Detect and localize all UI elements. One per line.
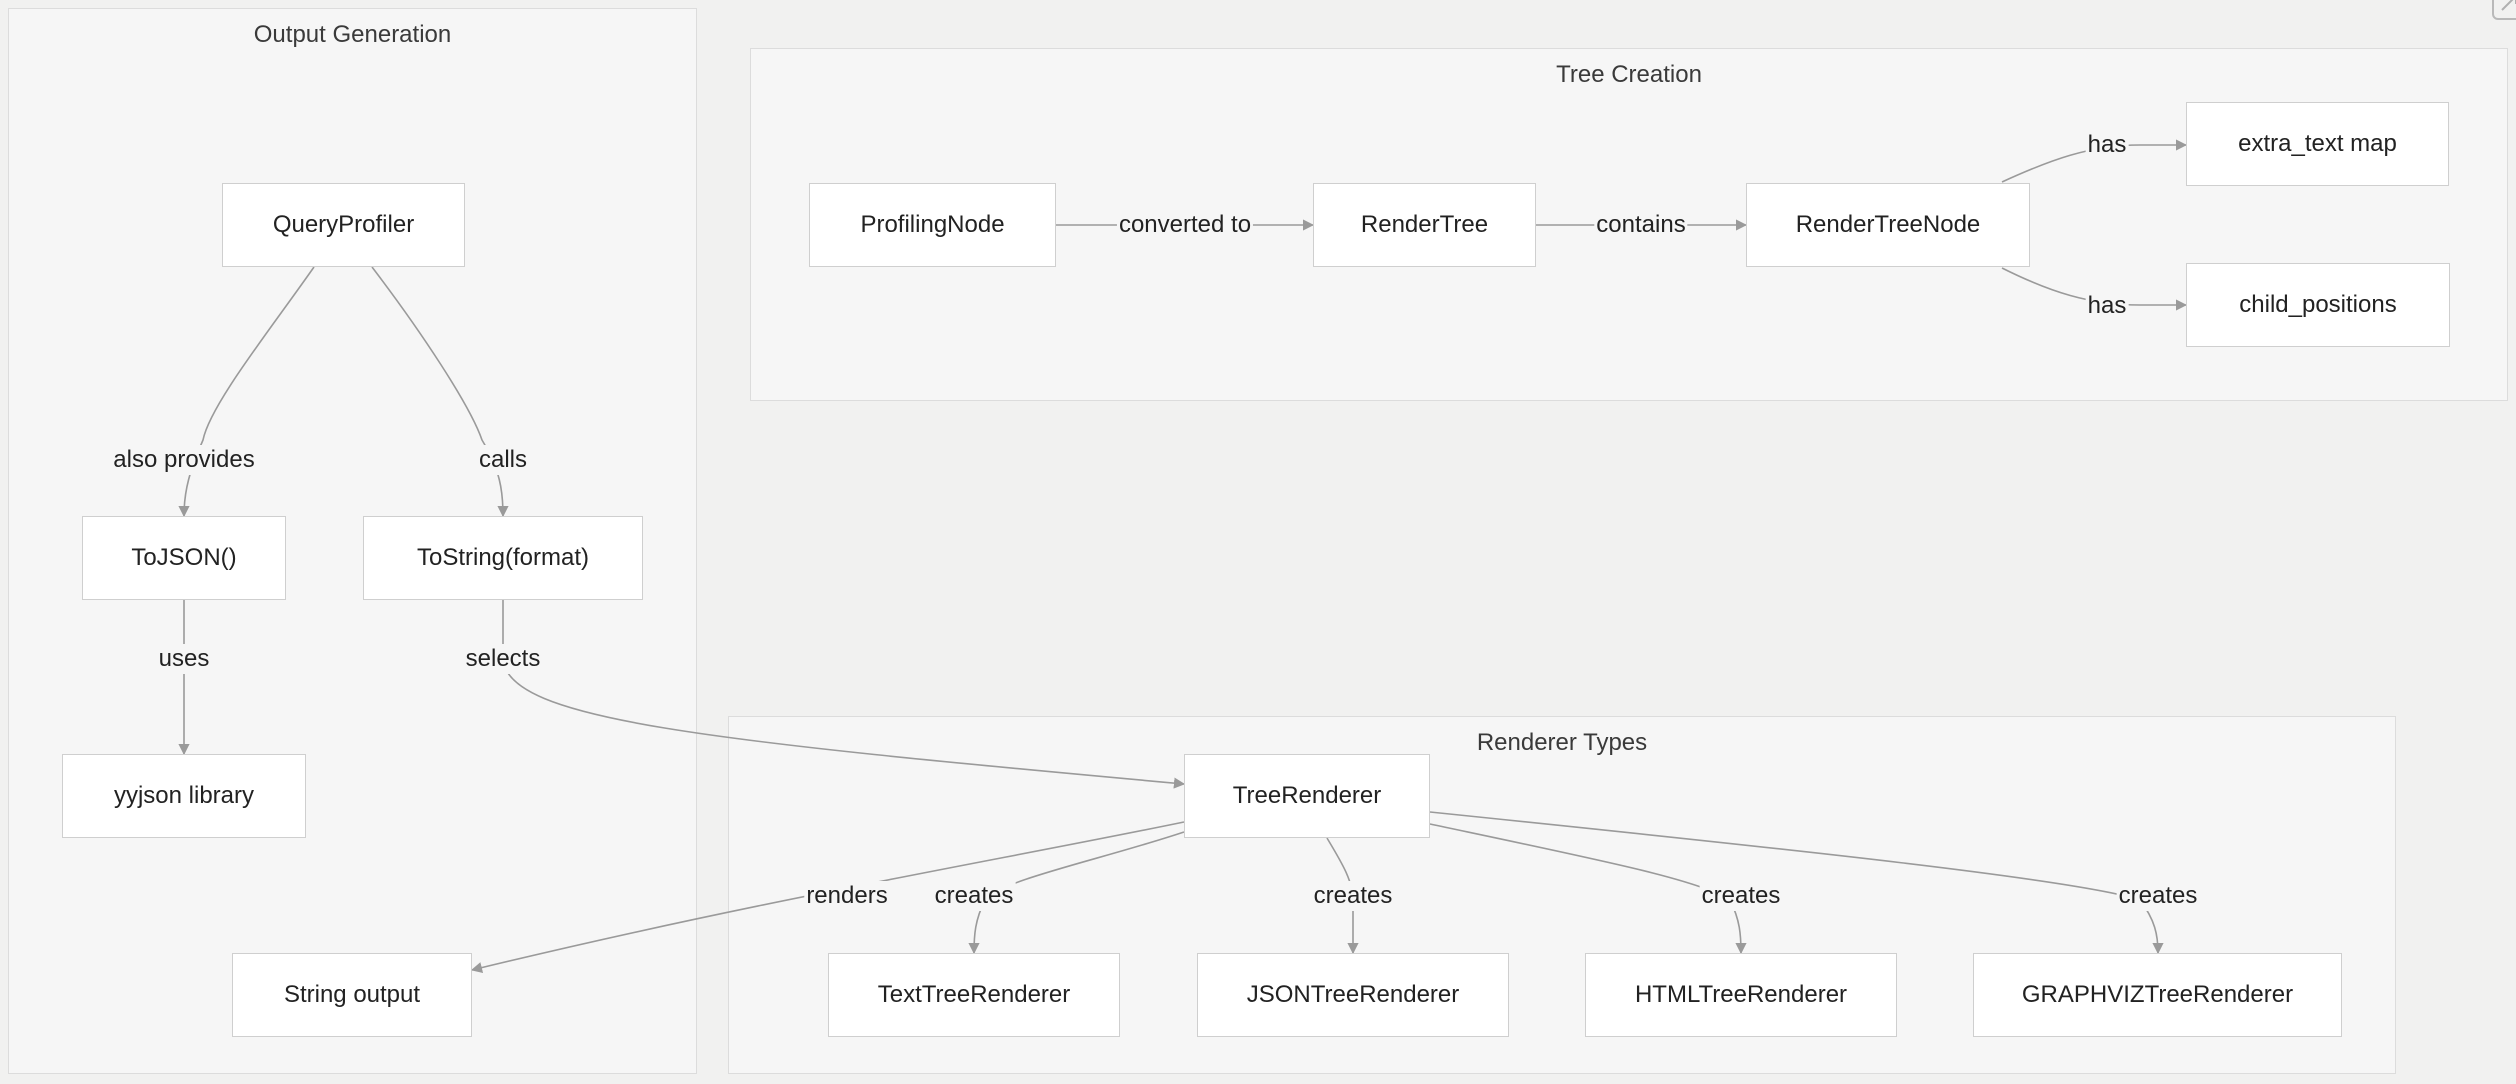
edge-selects xyxy=(502,600,1186,789)
node-to-json[interactable]: ToJSON() xyxy=(82,516,286,600)
node-profiling-node[interactable]: ProfilingNode xyxy=(809,183,1056,267)
cluster-title-tree-creation: Tree Creation xyxy=(1556,61,1702,88)
edge-label-has-child: has xyxy=(2085,291,2129,321)
edge-creates-graphviz xyxy=(1429,811,2164,955)
node-text-tree-renderer[interactable]: TextTreeRenderer xyxy=(828,953,1120,1037)
node-extra-text-map[interactable]: extra_text map xyxy=(2186,102,2449,186)
edge-label-creates-text: creates xyxy=(932,881,1016,911)
node-html-tree-renderer[interactable]: HTMLTreeRenderer xyxy=(1585,953,1897,1037)
edge-calls xyxy=(371,266,509,518)
edge-label-creates-graphviz: creates xyxy=(2116,881,2200,911)
edge-label-has-extra: has xyxy=(2085,130,2129,160)
node-query-profiler[interactable]: QueryProfiler xyxy=(222,183,465,267)
edge-also-provides xyxy=(178,266,315,518)
node-yyjson-library[interactable]: yyjson library xyxy=(62,754,306,838)
cluster-title-renderer-types: Renderer Types xyxy=(1476,729,1648,756)
edge-has-child xyxy=(2001,267,2188,311)
edge-label-also-provides: also provides xyxy=(111,445,257,475)
node-to-string[interactable]: ToString(format) xyxy=(363,516,643,600)
node-tree-renderer[interactable]: TreeRenderer xyxy=(1184,754,1430,838)
node-string-output[interactable]: String output xyxy=(232,953,472,1037)
edge-label-calls: calls xyxy=(476,445,530,475)
node-graphviz-tree-renderer[interactable]: GRAPHVIZTreeRenderer xyxy=(1973,953,2342,1037)
edge-has-extra xyxy=(2001,139,2188,183)
expand-icon-glyph xyxy=(2501,0,2516,11)
cluster-title-output-generation: Output Generation xyxy=(253,21,452,48)
node-render-tree[interactable]: RenderTree xyxy=(1313,183,1536,267)
node-render-tree-node[interactable]: RenderTreeNode xyxy=(1746,183,2030,267)
node-child-positions[interactable]: child_positions xyxy=(2186,263,2450,347)
edge-label-renders: renders xyxy=(804,881,890,911)
expand-icon[interactable] xyxy=(2492,0,2516,20)
edge-label-selects: selects xyxy=(463,644,543,674)
edge-label-contains: contains xyxy=(1594,210,1688,240)
node-json-tree-renderer[interactable]: JSONTreeRenderer xyxy=(1197,953,1509,1037)
edge-label-converted-to: converted to xyxy=(1116,210,1254,240)
edge-label-creates-html: creates xyxy=(1699,881,1783,911)
edge-creates-html xyxy=(1429,823,1747,955)
edge-label-uses: uses xyxy=(156,644,212,674)
edge-label-creates-json: creates xyxy=(1311,881,1395,911)
